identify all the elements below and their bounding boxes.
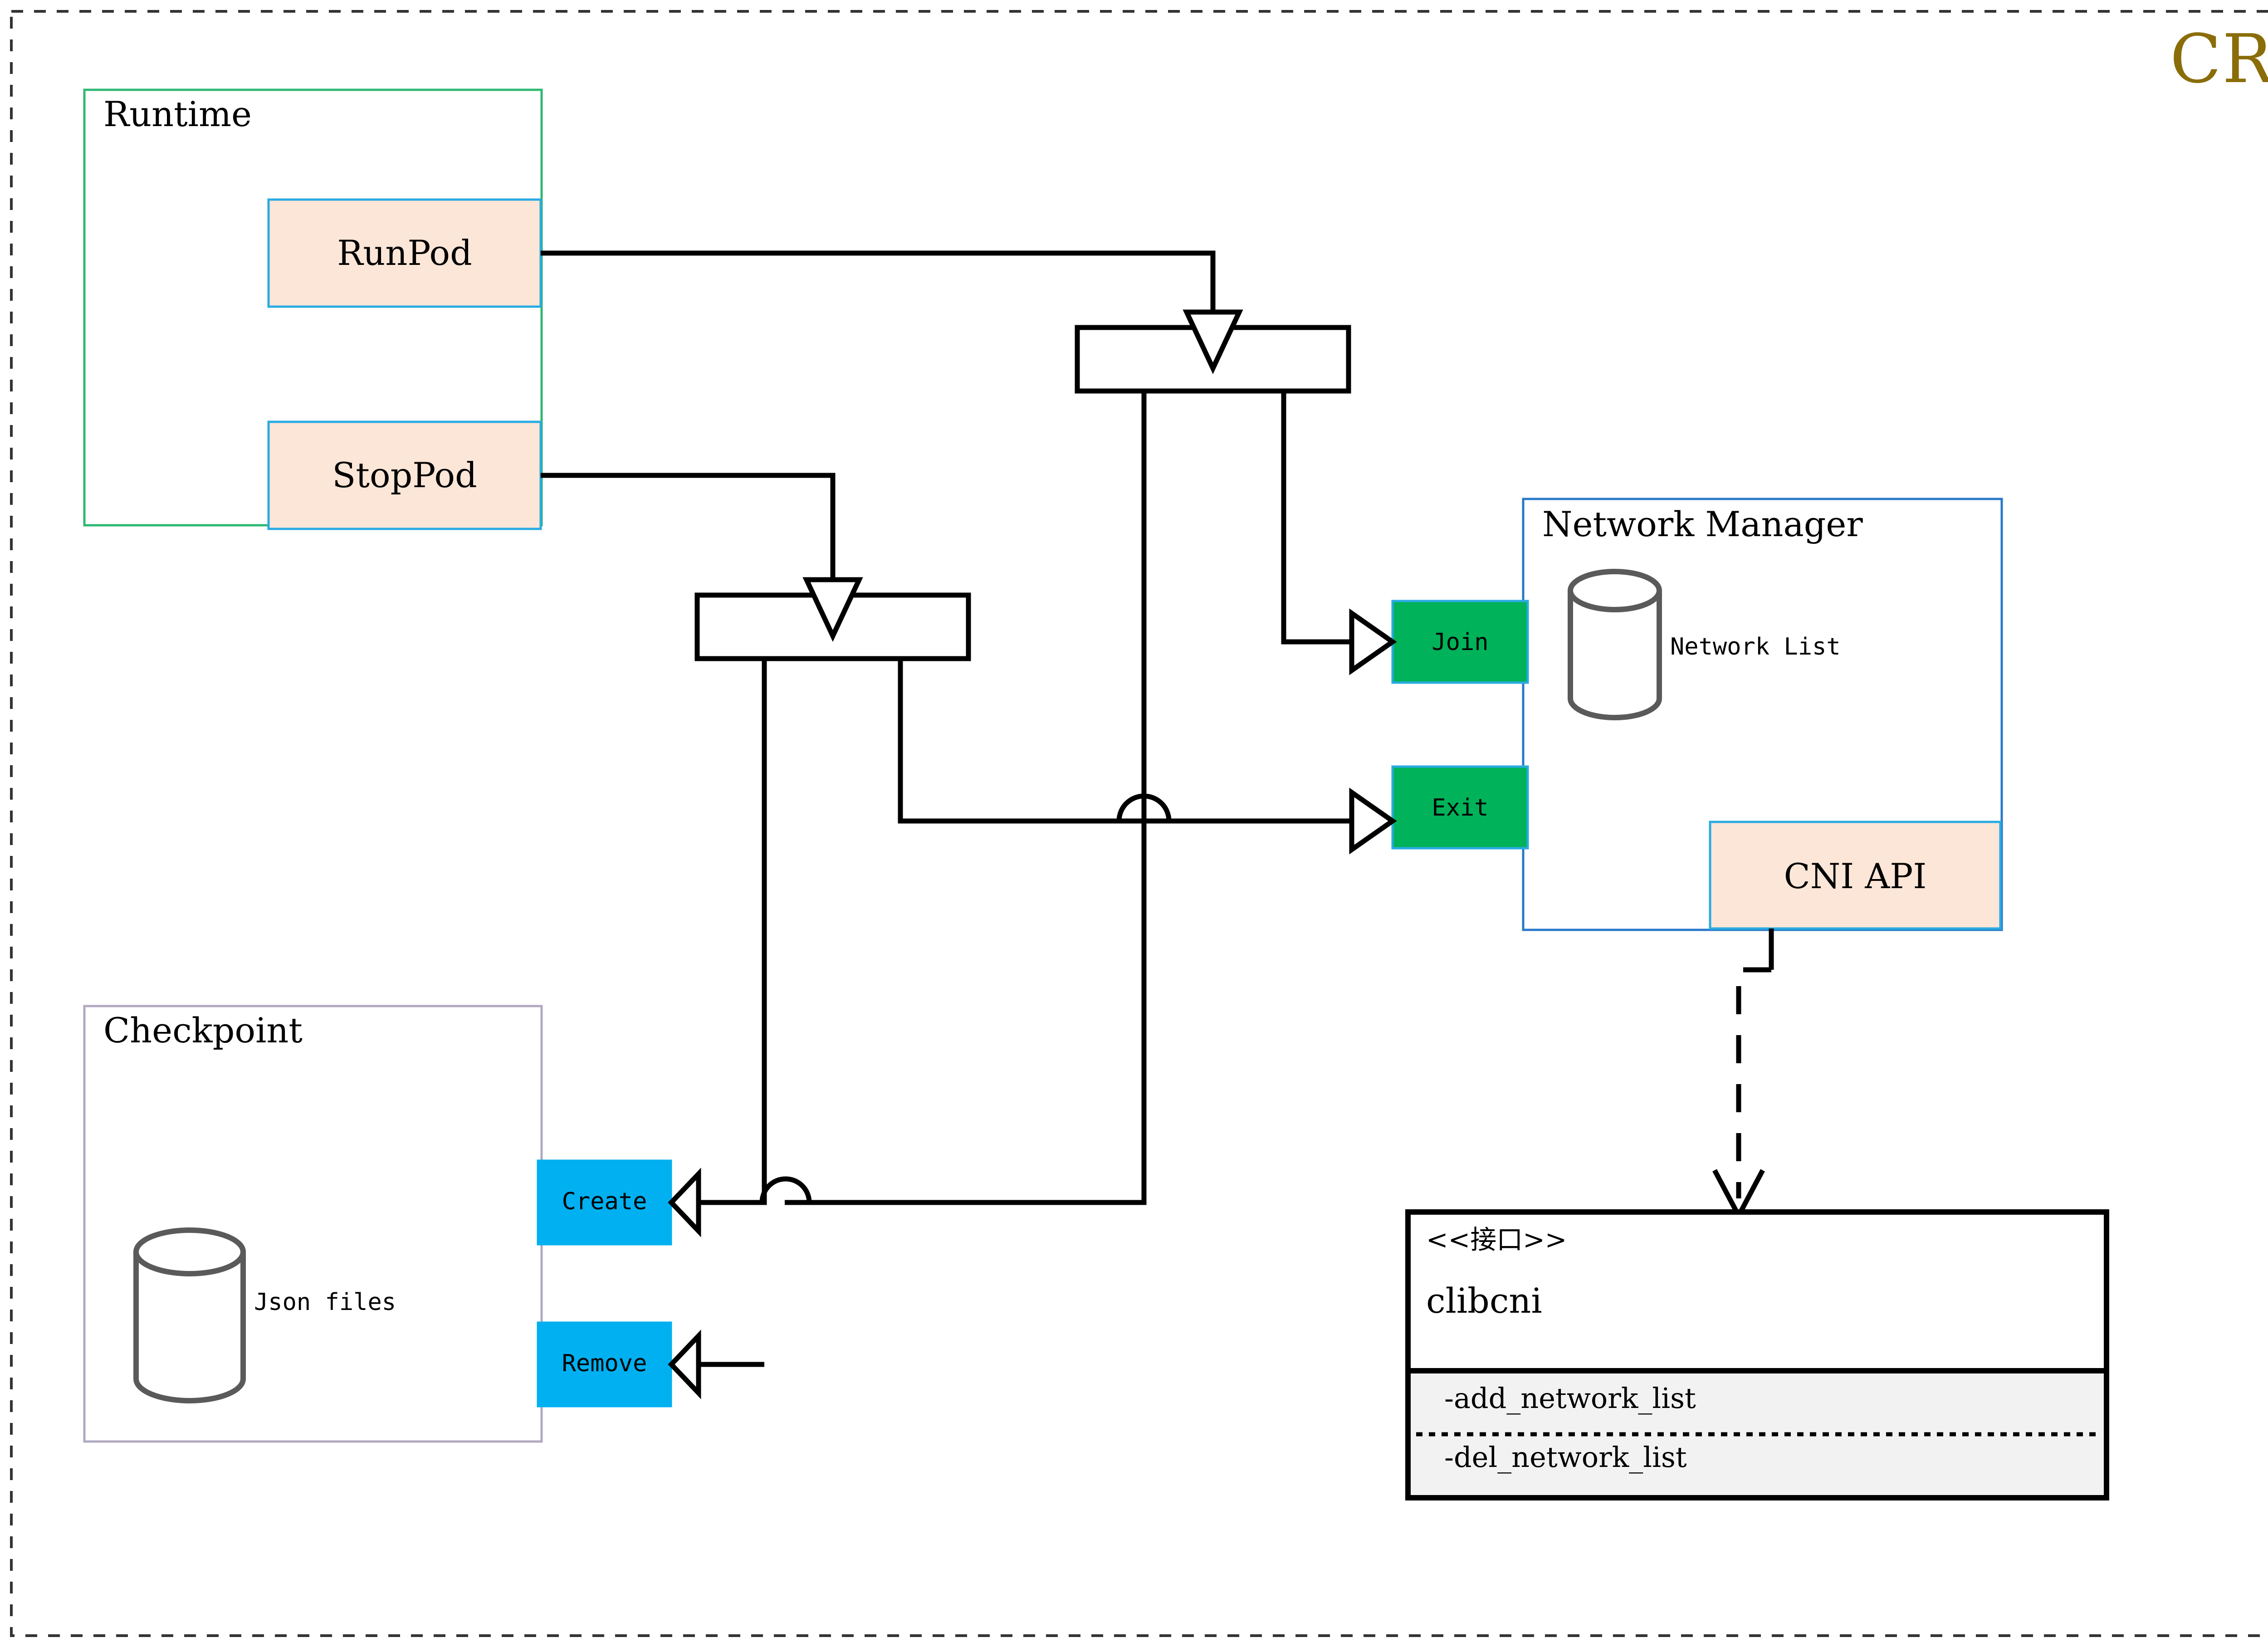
edge-lower-trunk [785,821,1147,1205]
interface-method-del: -del_network_list [1444,1441,1687,1474]
arrowhead-fork-left [802,577,863,642]
interface-name: clibcni [1426,1280,1542,1321]
edge-fork-right-rightleg [1281,391,1352,645]
node-label-runpod[interactable]: RunPod [337,233,472,273]
node-create [537,1159,672,1246]
node-label-stoppod[interactable]: StopPod [332,455,477,495]
edge-fork-left-rightleg [898,659,1170,824]
arrowhead-join [1349,608,1397,675]
arrowheads [668,309,1397,1399]
package-title-network-manager: Network Manager [1542,504,1863,544]
node-label-create[interactable]: Create [562,1188,647,1215]
node-label-cni-api[interactable]: CNI API [1784,856,1927,896]
node-exit [1391,765,1529,850]
line-hop-exit-row [1116,793,1172,821]
interface-method-add: -add_network_list [1444,1382,1696,1415]
edge-stoppod-to-fork [541,473,836,580]
arrowhead-exit [1349,787,1397,855]
edges [541,250,1774,1367]
network-list-label: Network List [1670,633,1841,660]
node-remove [537,1321,672,1408]
json-files-label: Json files [254,1289,396,1316]
edge-fork-right-leftleg [1141,391,1352,824]
node-label-join[interactable]: Join [1432,629,1489,656]
arrowhead-fork-right [1183,309,1243,374]
line-hops [759,793,1172,1203]
node-cni-api [1709,821,2002,930]
package-title-checkpoint: Checkpoint [103,1010,303,1051]
node-label-exit[interactable]: Exit [1432,794,1489,821]
network-list-cylinder [1568,569,1662,720]
interface-stereotype: <<接口>> [1426,1224,1567,1255]
package-title-runtime: Runtime [103,94,252,134]
outer-frame [10,10,2268,1637]
line-hop-create-row [759,1176,812,1203]
edge-runpod-to-fork [541,250,1216,312]
arrowhead-remove [668,1329,701,1399]
arrowhead-create [668,1168,701,1237]
page-title: CRI [2170,20,2268,98]
json-files-cylinder [133,1227,246,1403]
node-label-remove[interactable]: Remove [562,1350,647,1377]
node-join [1391,600,1529,684]
node-runpod [267,198,542,308]
edge-fork-left-leftleg [699,659,767,1205]
node-stoppod [267,420,542,530]
realization-edge [1736,967,1771,1198]
